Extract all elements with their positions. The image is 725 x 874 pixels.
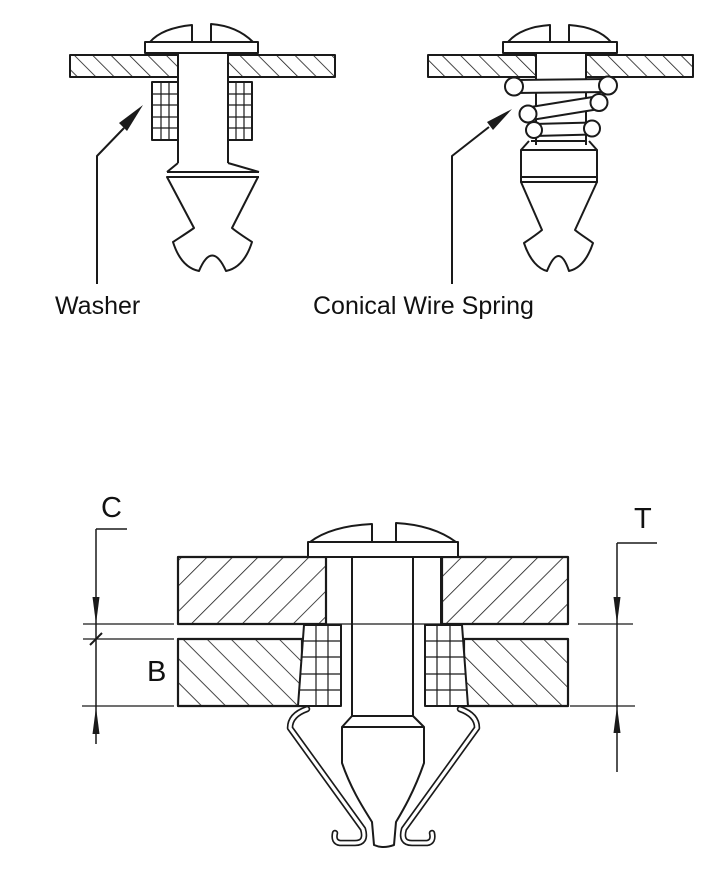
leader-arrowhead-icon [119,105,143,131]
dimension-label-b: B [147,656,166,688]
panel-cross-section [69,54,336,78]
upper-panel [176,555,570,626]
spring-coil-middle [518,93,609,124]
leader-line [451,126,490,284]
leader-line [96,127,125,284]
dimension-arrow-down-icon [613,597,621,624]
leader-arrowhead-icon [487,109,512,130]
fir-tree-tip [520,181,598,272]
fir-tree-tip [166,176,259,272]
barrel-and-shank [325,557,442,716]
dimension-label-c: C [101,492,122,524]
screw-head [307,522,459,558]
dimension-label-t: T [634,503,652,535]
dimension-arrow-down-icon [92,597,100,624]
dimension-arrow-up-icon [613,706,621,733]
panel-left [69,54,179,78]
dimension-tick-icon [89,632,103,646]
conical-wire-spring-figure [427,24,694,284]
dimension-arrow-up-icon [92,707,100,734]
compressed-washer-right [424,624,469,707]
clip-barrel [520,140,598,183]
panel-right [227,54,336,78]
screw-shank [177,53,229,163]
panel-cross-section [427,54,694,78]
panel-right [585,54,694,78]
extension-lines [82,623,635,707]
spring-coil-bottom [525,119,601,139]
conical-wire-spring-caption: Conical Wire Spring [313,292,534,320]
washer-figure [69,23,336,284]
clip-wedge [341,715,425,848]
dimension-c-b [89,528,127,744]
lower-panel [176,637,570,708]
washer-caption: Washer [55,292,140,320]
screw-head [144,23,259,54]
panel-left [427,54,537,78]
clip-collar [166,162,260,178]
spring-clip-leg-left [286,705,368,847]
washer-block-right [227,81,253,141]
washer-block-left [151,81,179,141]
spring-clip-leg-right [399,705,481,847]
dimension-t [613,542,657,772]
cross-section-figure [82,522,657,848]
screw-head [502,24,618,54]
spring-coil-top [504,75,618,97]
compressed-washer-left [297,624,342,707]
